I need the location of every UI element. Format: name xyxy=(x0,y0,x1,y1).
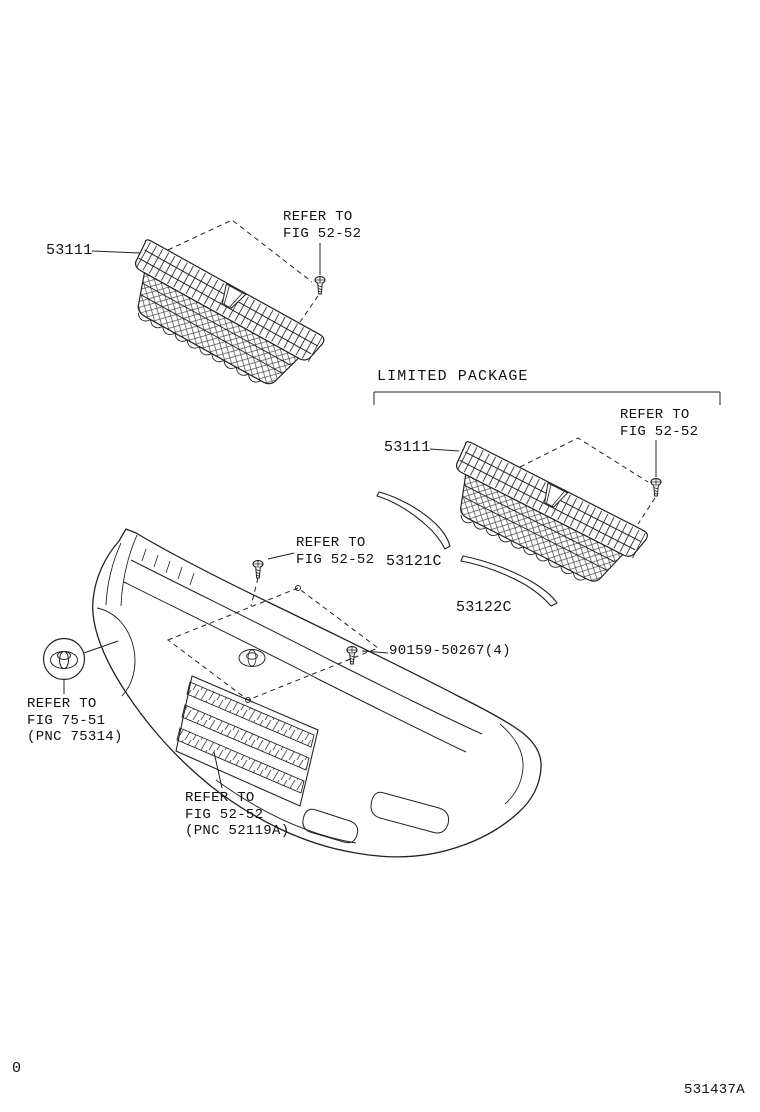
front-grille-illustration xyxy=(91,219,327,403)
leader-line xyxy=(361,650,389,654)
wheel-arch-line xyxy=(96,607,136,697)
alignment-dashed-line xyxy=(637,497,656,525)
alignment-dashed-line xyxy=(167,219,313,283)
part-number-grille-limited: 53111 xyxy=(384,439,431,456)
bumper-outline xyxy=(92,528,542,858)
leader-line xyxy=(91,250,141,254)
limited-package-section xyxy=(373,391,721,600)
screw-clip-icon xyxy=(650,478,662,497)
part-number-molding-lower: 53122C xyxy=(456,599,512,616)
page-number: 0 xyxy=(12,1060,22,1077)
leader-line xyxy=(213,751,223,789)
leader-line xyxy=(83,640,119,654)
toyota-emblem-icon xyxy=(42,637,119,694)
limited-package-heading: LIMITED PACKAGE xyxy=(377,368,529,385)
ref-fig-52-52-grille-limited: REFER TO FIG 52-52 xyxy=(620,407,699,440)
fog-lamp-opening xyxy=(302,808,359,844)
molding-53121c-illustration xyxy=(376,491,451,550)
bumper-fastener-leaders xyxy=(213,552,389,789)
leader-line xyxy=(429,448,460,452)
front-bumper-illustration xyxy=(92,528,542,858)
ref-fig-52-52-bumper-clip: REFER TO FIG 52-52 xyxy=(296,535,375,568)
alignment-dashed-line xyxy=(250,577,259,607)
part-number-grille-main: 53111 xyxy=(46,242,93,259)
part-number-screw: 90159-50267(4) xyxy=(389,643,511,659)
screw-clip-icon xyxy=(314,276,326,295)
bumper-emblem-mount xyxy=(238,649,266,667)
screw-clip-icon xyxy=(252,560,264,579)
grille-mount-dashed-region xyxy=(166,587,380,701)
fog-lamp-opening xyxy=(370,791,450,834)
leader-line xyxy=(267,552,295,560)
alignment-dashed-line xyxy=(299,295,319,323)
molding-53122c-illustration xyxy=(460,555,558,607)
part-number-molding-upper: 53121C xyxy=(386,553,442,570)
limited-package-bracket xyxy=(373,391,721,405)
ref-fig-75-51-emblem: REFER TO FIG 75-51 (PNC 75314) xyxy=(27,696,123,746)
ref-fig-52-52-grille-main: REFER TO FIG 52-52 xyxy=(283,209,362,242)
ref-fig-52-52-bumper: REFER TO FIG 52-52 (PNC 52119A) xyxy=(185,790,290,840)
figure-code: 531437A xyxy=(684,1082,745,1098)
alignment-dashed-line xyxy=(519,437,649,483)
